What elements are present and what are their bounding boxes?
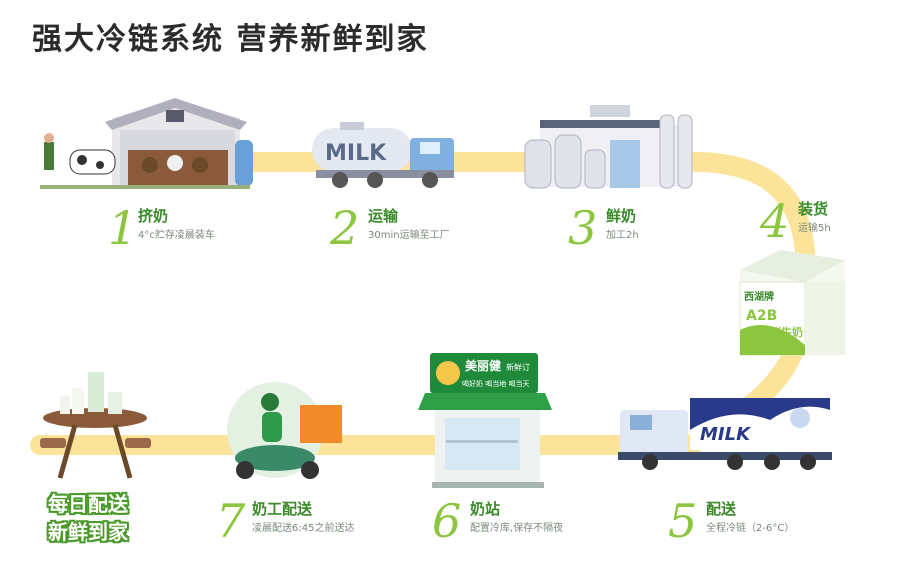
step-1-desc: 4°c贮存凌晨装车 <box>138 230 215 241</box>
step-3-number: 3 <box>568 201 598 255</box>
step-4-desc: 运输5h <box>798 223 831 234</box>
step-1-title: 挤奶 <box>138 207 169 225</box>
step-3-desc: 加工2h <box>606 230 639 241</box>
step-2-desc: 30min运输至工厂 <box>368 230 450 241</box>
milk-carton-illustration: 西湖牌 A2B 鲜牛奶 <box>739 250 845 356</box>
factory-illustration <box>524 105 693 189</box>
step-6-desc: 配置冷库,保存不隔夜 <box>470 523 564 534</box>
step-7-title: 奶工配送 <box>252 500 313 518</box>
step-2-title: 运输 <box>368 207 399 225</box>
store-brand: 美丽健 <box>465 358 502 373</box>
step-7-desc: 凌晨配送6:45之前送达 <box>252 523 355 534</box>
barn-illustration <box>40 98 253 189</box>
table-illustration <box>40 372 151 479</box>
step-7-number: 7 <box>216 494 246 548</box>
scooter-courier-illustration <box>227 382 342 479</box>
carton-product-b: 鲜牛奶 <box>770 325 803 339</box>
carton-brand: 西湖牌 <box>744 290 774 303</box>
delivery-truck-label: MILK <box>700 424 752 445</box>
step-5-desc: 全程冷链（2-6°C） <box>706 523 795 534</box>
milk-station-illustration: 美丽健 新鲜订 喝好奶 喝当地 喝当天 <box>418 353 552 488</box>
step-2-number: 2 <box>330 201 360 255</box>
store-badge: 新鲜订 <box>506 362 530 372</box>
step-1-number: 1 <box>108 201 138 255</box>
page-title: 强大冷链系统 营养新鲜到家 <box>32 22 429 57</box>
finale-line-2: 新鲜到家 <box>48 520 128 544</box>
step-6-number: 6 <box>432 494 462 548</box>
store-slogan: 喝好奶 喝当地 喝当天 <box>462 379 529 388</box>
finale-line-1: 每日配送 <box>48 492 128 516</box>
step-4-number: 4 <box>760 194 790 248</box>
step-4-title: 装货 <box>798 200 829 218</box>
carton-product-a: A2B <box>746 308 777 324</box>
step-5-number: 5 <box>668 494 698 548</box>
step-5-title: 配送 <box>706 500 737 518</box>
finale-badge: 每日配送 新鲜到家 <box>48 490 128 546</box>
step-3-title: 鲜奶 <box>606 207 637 225</box>
milk-tanker-label: MILK <box>325 141 387 166</box>
step-6-title: 奶站 <box>470 500 501 518</box>
milk-tanker-illustration: MILK <box>312 122 454 188</box>
delivery-truck-illustration: MILK <box>618 398 832 470</box>
